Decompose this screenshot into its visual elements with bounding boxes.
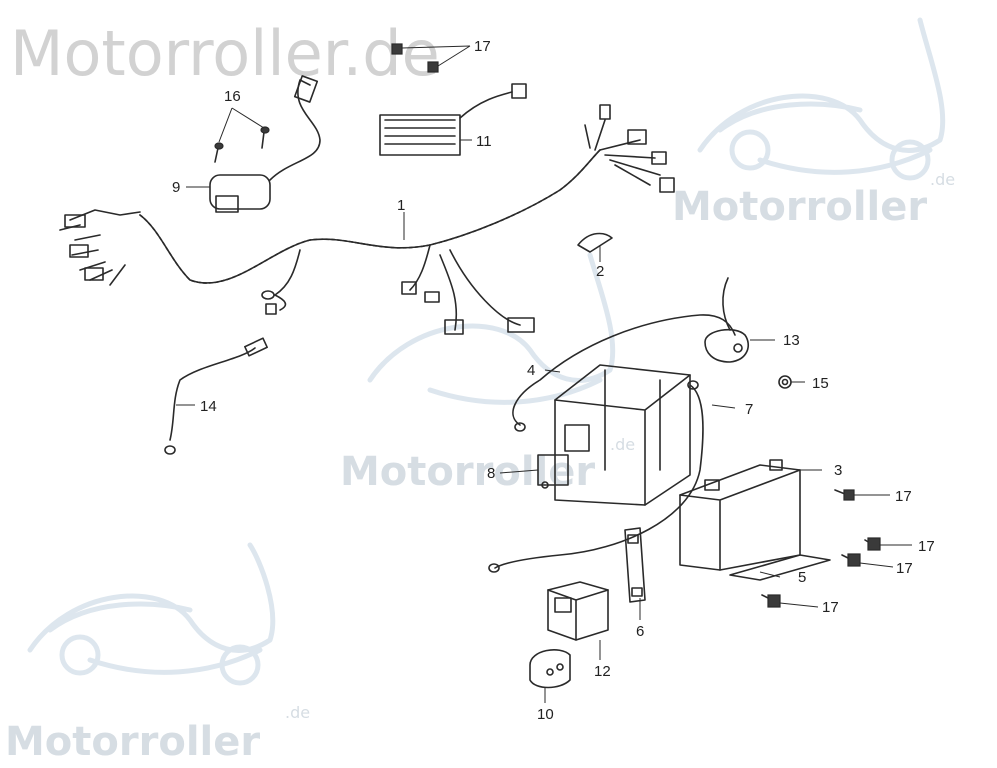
callout-11: 11 [476,133,492,150]
callout-8: 8 [487,465,495,482]
battery-holder [537,364,691,506]
watermark-logo-text: Motorroller [5,719,260,765]
callout-17-top: 17 [474,38,491,55]
callout-3: 3 [834,462,842,479]
ignition-coil [209,75,321,213]
watermark-top-left: Motorroller.de [10,17,440,90]
connector-cap [577,232,613,253]
callout-2: 2 [596,263,604,280]
watermark-logo-text: Motorroller [672,184,927,230]
starter-relay [704,277,749,363]
watermark-logo-suffix: .de [610,435,635,454]
callout-4: 4 [527,362,535,379]
regulator-rectifier [379,83,527,156]
callout-9: 9 [172,179,180,196]
scooter-logo-center: .de Motorroller [340,252,635,495]
callout-7: 7 [745,401,753,418]
callout-17-right-2: 17 [918,538,935,555]
ground-lead [488,380,704,573]
callout-10: 10 [537,706,554,723]
callout-14: 14 [200,398,217,415]
battery-strap [624,527,646,603]
callout-15: 15 [812,375,829,392]
sensor-cable [164,337,268,455]
relay-block [547,581,609,641]
wiring-harness [59,104,675,335]
nut-15 [778,375,792,389]
scooter-logo-bottom-left: .de Motorroller [5,542,310,765]
screws-16 [214,126,270,163]
callout-6: 6 [636,623,644,640]
scooter-logo-top-right: .de Motorroller [672,17,955,230]
battery-cable [512,314,736,432]
callout-5: 5 [798,569,806,586]
callout-17-right-1: 17 [895,488,912,505]
callout-12: 12 [594,663,611,680]
flasher-relay [529,649,571,689]
leader-lines [176,45,912,703]
callout-labels: 1 2 3 4 5 6 7 8 9 10 11 12 13 14 15 16 1… [172,38,935,723]
callout-17-right-4: 17 [822,599,839,616]
watermark-group: Motorroller.de .de Motorroller .de Motor… [5,17,955,765]
bolts-17-top [391,43,439,73]
callout-1: 1 [397,197,405,214]
watermark-logo-suffix: .de [285,703,310,722]
callout-13: 13 [783,332,800,349]
callout-16: 16 [224,88,241,105]
watermark-logo-text: Motorroller [340,449,595,495]
bolts-17-right [761,489,881,608]
watermark-logo-suffix: .de [930,170,955,189]
battery-pad [729,554,831,581]
callout-17-right-3: 17 [896,560,913,577]
